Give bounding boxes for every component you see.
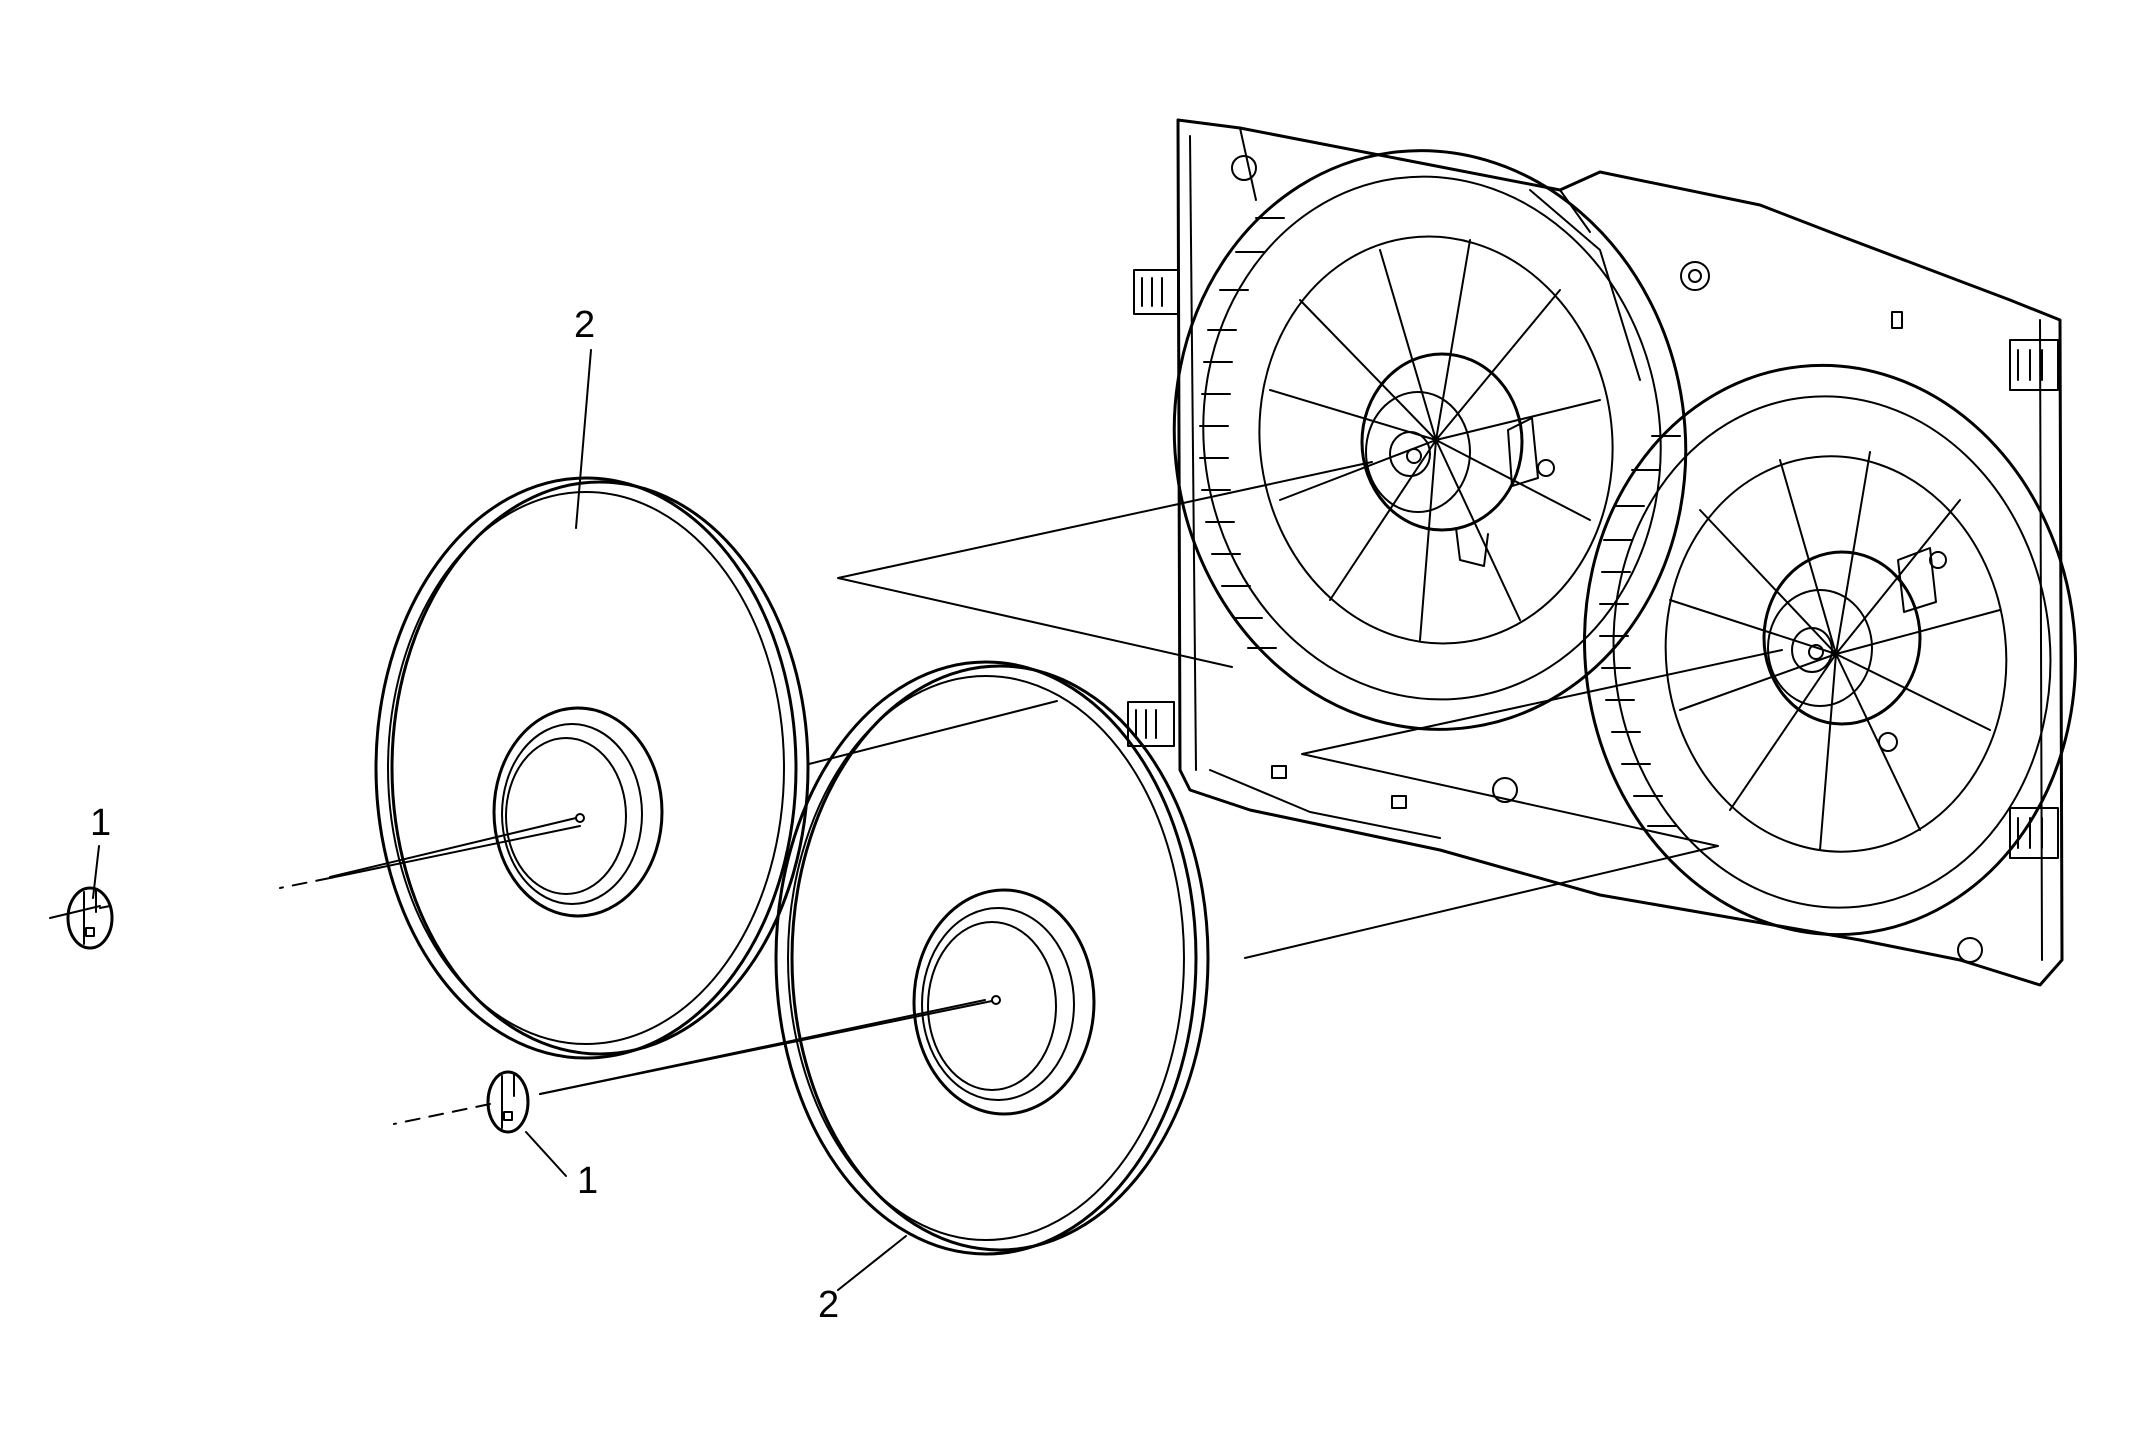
clip-middle — [486, 1070, 530, 1134]
disc-upper — [329, 476, 810, 1060]
fan-left — [1172, 149, 1688, 731]
leader-lower-right-fan — [1244, 649, 1783, 959]
mount-boss — [1231, 155, 1257, 181]
shroud-frame — [1176, 118, 2064, 987]
callout-disc-bottom: 2 — [818, 1284, 840, 1326]
connector-right-top — [2009, 339, 2059, 391]
disc-lower — [539, 660, 1210, 1256]
fan-right — [1583, 363, 2077, 937]
callout-clip-left: 1 — [90, 802, 112, 844]
mount-boss — [1680, 261, 1710, 291]
callout-disc-top: 2 — [574, 304, 596, 346]
connector-left-top — [1133, 269, 1179, 315]
clip-left — [66, 886, 114, 950]
callout-leaders — [92, 349, 907, 1291]
mount-boss — [1492, 777, 1518, 803]
connector-left-bottom — [1127, 701, 1175, 747]
leader-upper-left-fan — [837, 461, 1373, 668]
fan-shroud-assembly — [1127, 118, 2077, 987]
connector-right-bottom — [2009, 807, 2059, 859]
mount-boss — [1957, 937, 1983, 963]
callout-clip-middle: 1 — [577, 1160, 599, 1202]
